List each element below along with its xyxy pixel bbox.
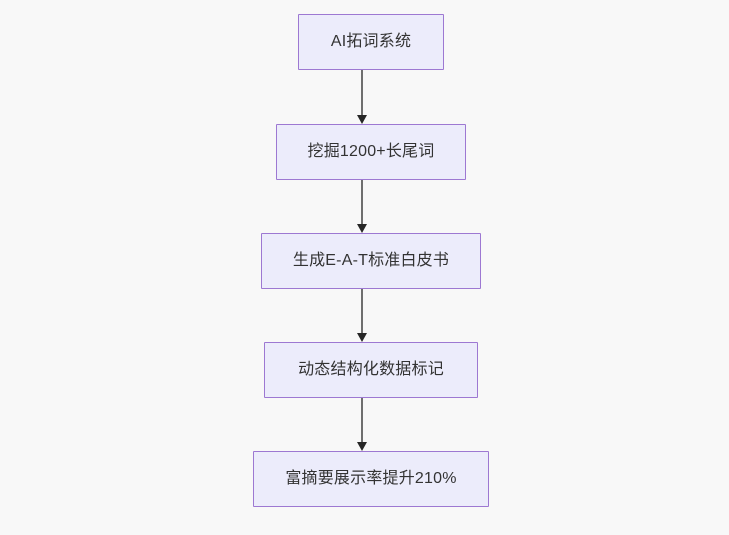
- flow-node-rich-snippet-impression-lift[interactable]: 富摘要展示率提升210%: [253, 451, 489, 507]
- flow-node-label: 动态结构化数据标记: [298, 361, 444, 379]
- flow-edge-4: [353, 398, 371, 451]
- flow-node-label: 挖掘1200+长尾词: [307, 143, 435, 161]
- flow-node-ai-keyword-system[interactable]: AI拓词系统: [298, 14, 444, 70]
- arrow-down-icon: [357, 442, 367, 451]
- flow-node-mine-longtail-keywords[interactable]: 挖掘1200+长尾词: [276, 124, 466, 180]
- flow-edge-line: [361, 180, 363, 225]
- flow-edge-2: [353, 180, 371, 233]
- flow-edge-line: [361, 70, 363, 116]
- arrow-down-icon: [357, 224, 367, 233]
- flow-node-label: 生成E-A-T标准白皮书: [292, 252, 450, 270]
- arrow-down-icon: [357, 333, 367, 342]
- flow-node-label: AI拓词系统: [330, 33, 412, 51]
- flow-edge-3: [353, 289, 371, 342]
- flow-edge-1: [353, 70, 371, 124]
- flow-node-dynamic-structured-data-markup[interactable]: 动态结构化数据标记: [264, 342, 478, 398]
- flow-edge-line: [361, 398, 363, 443]
- flow-edge-line: [361, 289, 363, 334]
- arrow-down-icon: [357, 115, 367, 124]
- flow-node-label: 富摘要展示率提升210%: [285, 470, 457, 488]
- flow-node-generate-eat-whitepaper[interactable]: 生成E-A-T标准白皮书: [261, 233, 481, 289]
